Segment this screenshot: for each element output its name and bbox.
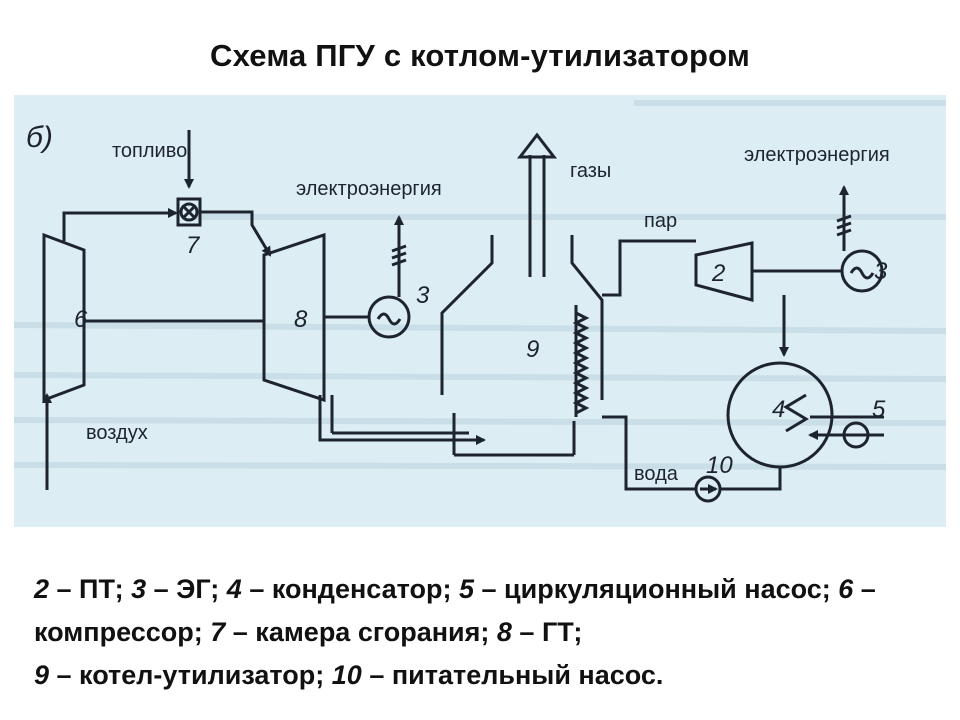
boiler-right-wall (570, 235, 604, 400)
subfigure-label: б) (26, 121, 53, 154)
legend-num-10: 10 (331, 660, 362, 690)
label-water: вода (634, 463, 679, 485)
legend-num-9: 9 (34, 660, 50, 690)
legend-num-7: 7 (210, 617, 226, 647)
ccgt-diagram: б) топливо воздух электроэнергия газы па… (14, 100, 946, 503)
label-air: воздух (86, 422, 148, 444)
number-4: 4 (772, 396, 785, 423)
generator-right-symbol (849, 266, 875, 280)
number-7: 7 (186, 232, 201, 259)
diagram-photo: б) топливо воздух электроэнергия газы па… (14, 95, 946, 527)
number-9: 9 (526, 336, 539, 363)
legend-num-4: 4 (226, 574, 242, 604)
number-2: 2 (711, 260, 725, 287)
boiler-left-wall (440, 235, 494, 395)
legend: 2 – ПТ; 3 – ЭГ; 4 – конденсатор; 5 – цир… (34, 568, 934, 697)
legend-text-6: – компрессор; (34, 574, 876, 647)
legend-text-3: – ЭГ; (146, 574, 227, 604)
legend-num-8: 8 (496, 617, 512, 647)
number-10: 10 (706, 452, 733, 479)
stack-arrow (516, 132, 558, 159)
gas-turbine-8 (262, 232, 326, 403)
condenser-coil (783, 393, 809, 433)
label-gases: газы (570, 160, 611, 182)
label-electricity-right: электроэнергия (744, 144, 890, 166)
legend-text-8: – ГТ; (511, 617, 583, 647)
legend-text-2: – ПТ; (49, 574, 132, 604)
legend-num-5: 5 (458, 574, 475, 604)
steam-line (602, 239, 696, 297)
legend-text-7: – камера сгорания; (225, 617, 497, 647)
steam-turbine-2 (694, 241, 754, 302)
legend-num-3: 3 (131, 574, 147, 604)
generator-3-left (367, 295, 411, 339)
number-6: 6 (74, 306, 88, 333)
legend-text-9: – котел-утилизатор; (49, 660, 332, 690)
legend-text-10: – питательный насос. (361, 660, 664, 690)
label-fuel: топливо (112, 140, 187, 162)
label-electricity-left: электроэнергия (296, 178, 442, 200)
generator-left-symbol (376, 312, 402, 326)
label-steam: пар (644, 210, 677, 232)
heat-exchanger-coil (572, 311, 590, 415)
number-3-right: 3 (874, 258, 888, 285)
legend-num-6: 6 (838, 574, 854, 604)
diagram-lines (42, 130, 884, 503)
chamber-burner (179, 202, 199, 222)
legend-text-4: – конденсатор; (241, 574, 459, 604)
condensate-line (720, 467, 782, 491)
electric-zigzag-right (836, 214, 852, 237)
number-5: 5 (872, 396, 886, 423)
chamber-cross (181, 204, 197, 220)
number-3-left: 3 (416, 282, 430, 309)
bleed-through-texture (14, 100, 946, 470)
compressor-6 (42, 232, 86, 403)
slide-title: Схема ПГУ с котлом-утилизатором (210, 38, 750, 73)
exhaust-line (318, 395, 486, 445)
legend-num-2: 2 (34, 574, 50, 604)
legend-text-5: – циркуляционный насос; (474, 574, 839, 604)
air-to-chamber-line (62, 208, 178, 241)
number-8: 8 (294, 306, 308, 333)
generator-3-right (840, 249, 884, 293)
feed-water-line (602, 415, 696, 491)
chamber-to-turbine-line (200, 210, 272, 257)
electric-zigzag-left (391, 244, 407, 267)
